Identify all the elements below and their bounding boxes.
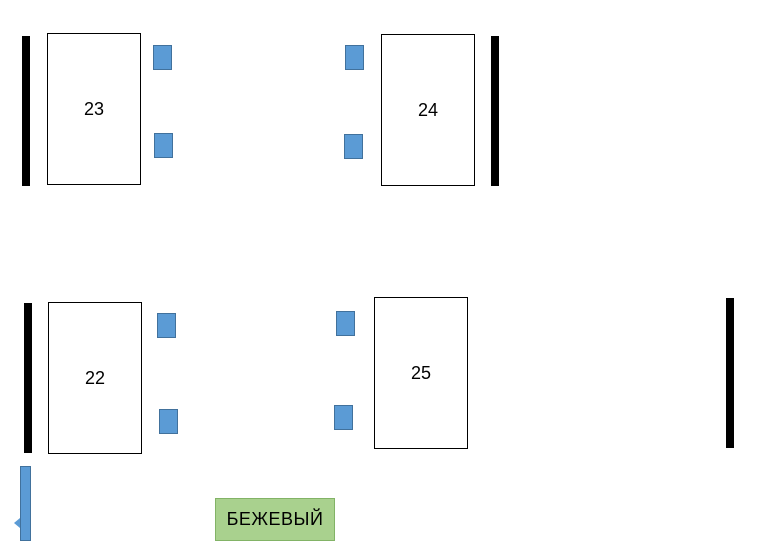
door-arrow-icon [14,518,20,528]
wall-left-top [22,36,30,186]
door-marker [20,466,31,541]
table-25[interactable]: 25 [374,297,468,449]
table-25-label: 25 [410,362,432,383]
chair-table-22-bottom[interactable] [159,409,178,434]
table-22[interactable]: 22 [48,302,142,454]
table-22-label: 22 [84,367,106,388]
chair-table-23-top[interactable] [153,45,172,70]
chair-table-25-top[interactable] [336,311,355,336]
table-23[interactable]: 23 [47,33,141,185]
table-23-label: 23 [83,98,105,119]
chair-table-24-bottom[interactable] [344,134,363,159]
table-24[interactable]: 24 [381,34,475,186]
chair-table-25-bottom[interactable] [334,405,353,430]
legend-color-label: БЕЖЕВЫЙ [215,498,335,541]
legend-color-text: БЕЖЕВЫЙ [226,509,324,529]
chair-table-24-top[interactable] [345,45,364,70]
wall-right-bottom [726,298,734,448]
chair-table-22-top[interactable] [157,313,176,338]
chair-table-23-bottom[interactable] [154,133,173,158]
wall-left-bottom [24,303,32,453]
table-24-label: 24 [417,99,439,120]
wall-right-top [491,36,499,186]
